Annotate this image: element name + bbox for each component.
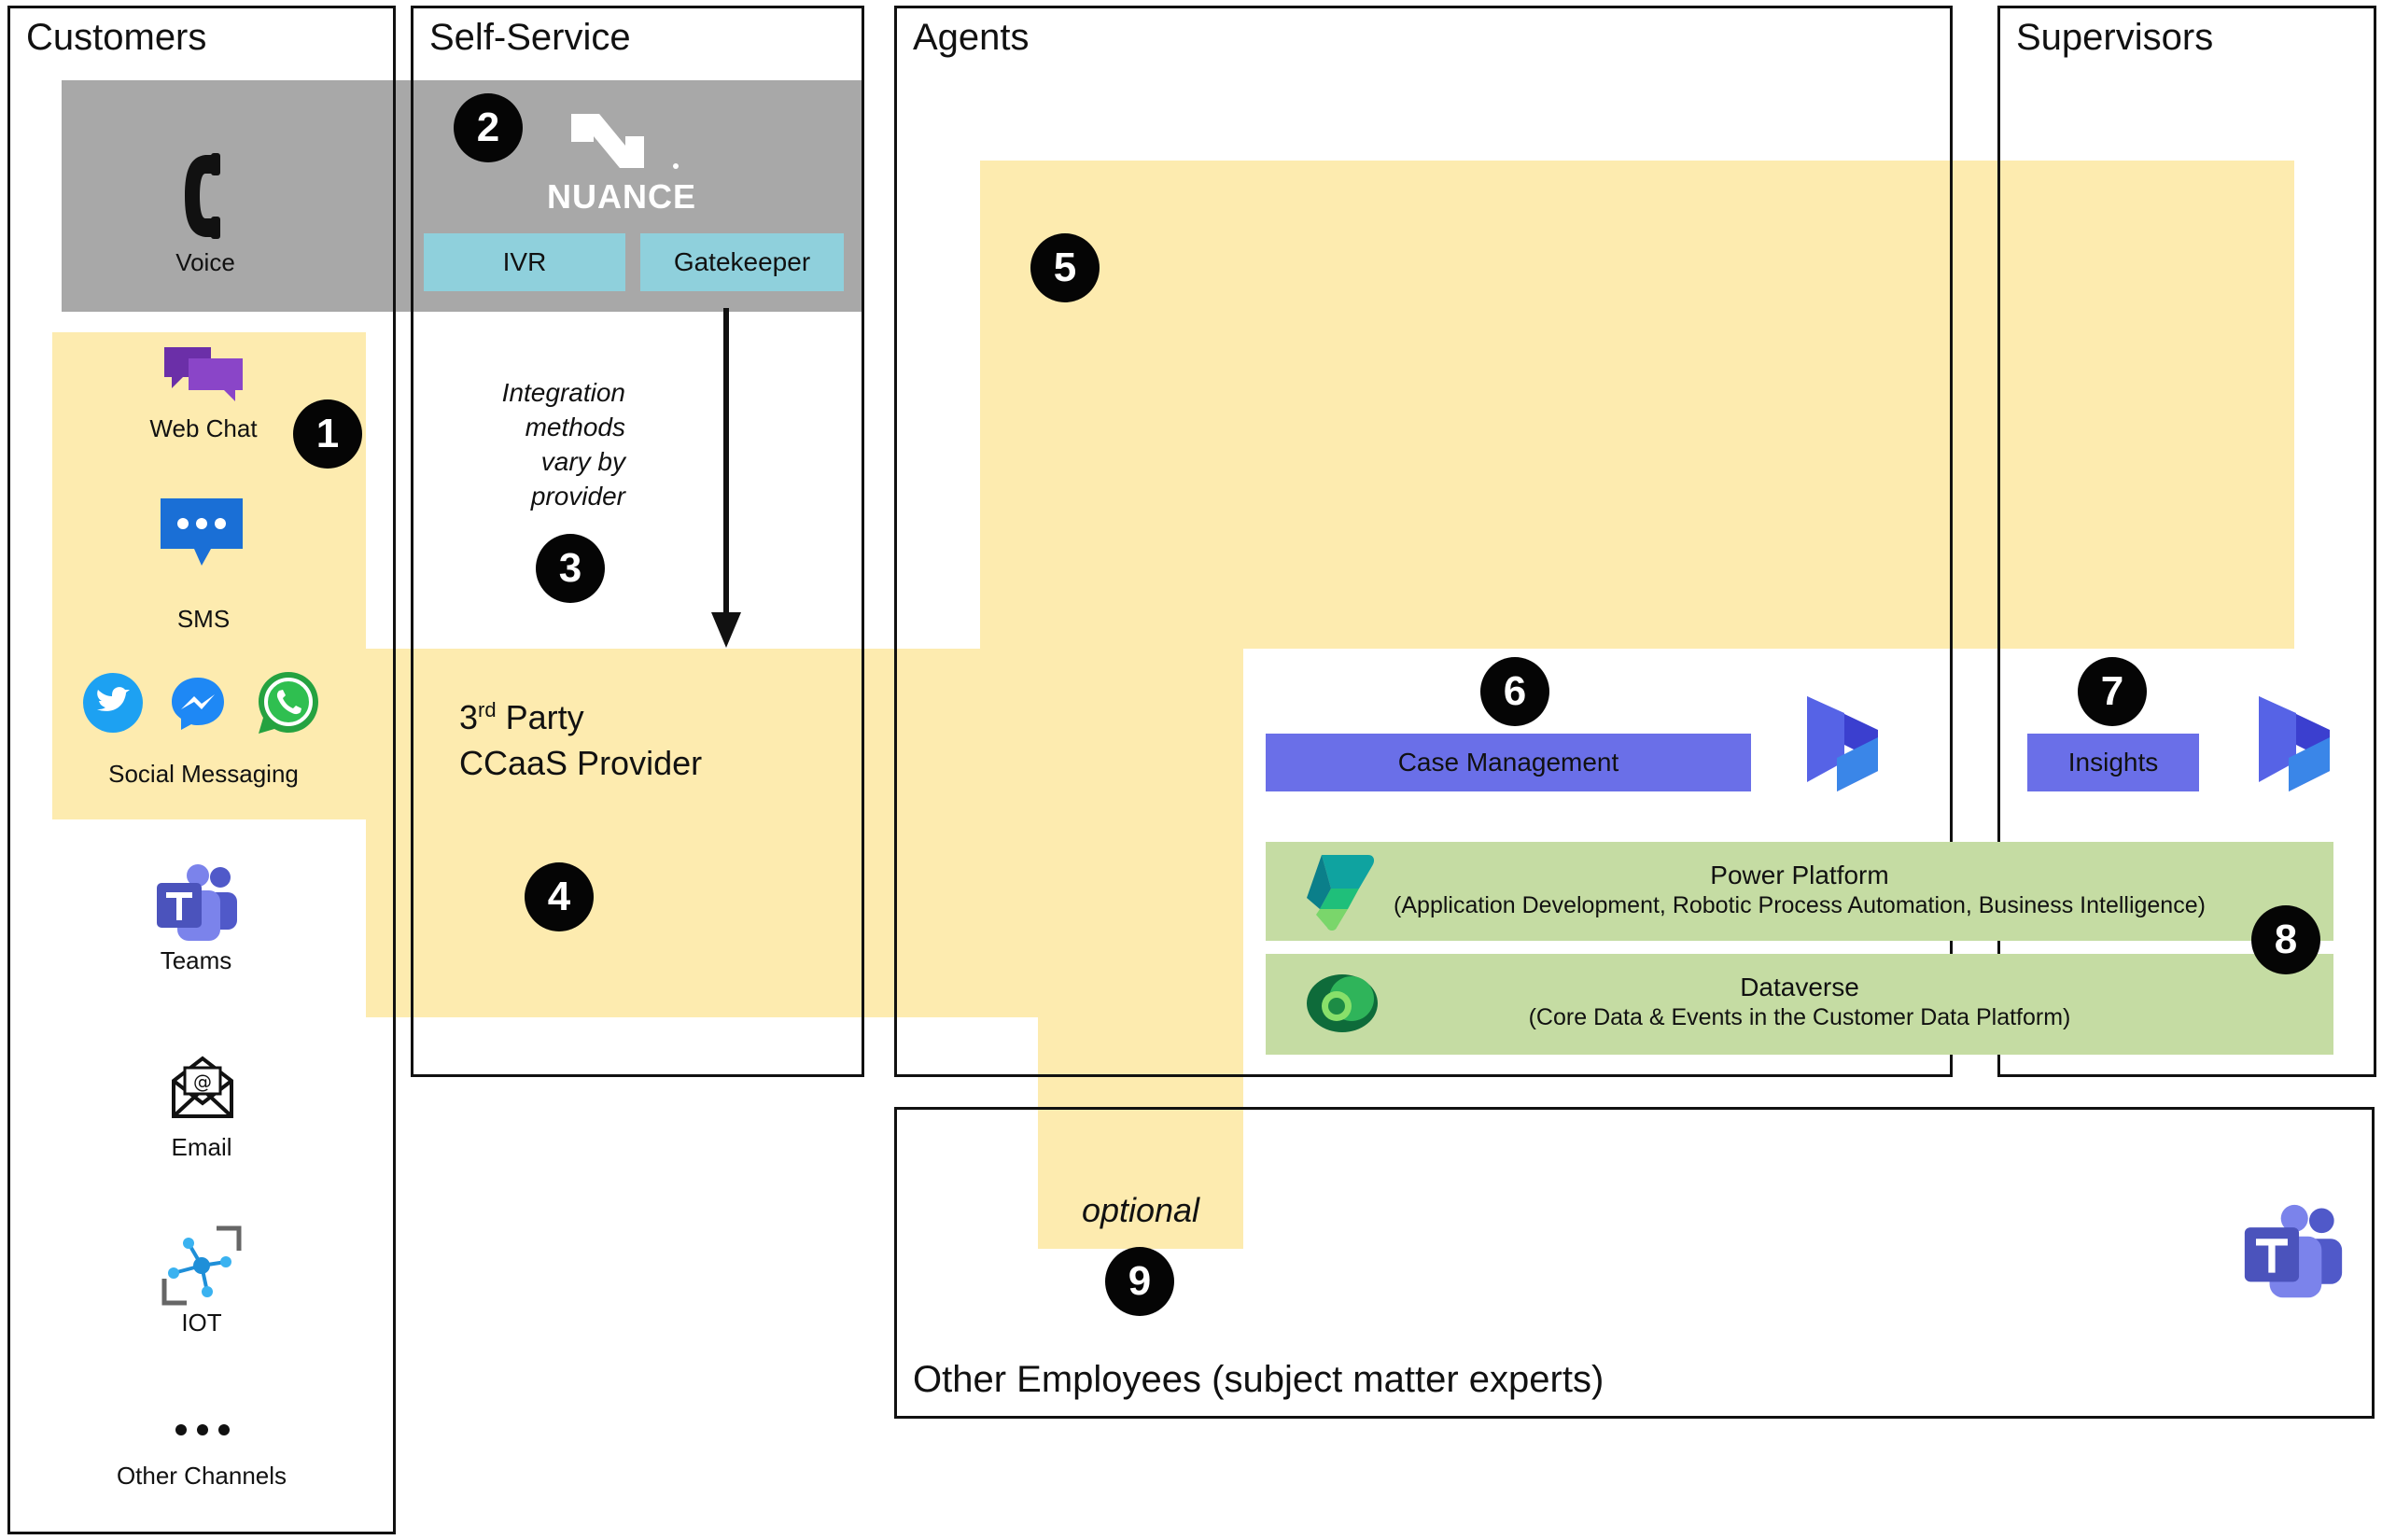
- badge-5: 5: [1030, 233, 1100, 302]
- channel-teams-label: Teams: [160, 946, 232, 974]
- power-platform-icon: [1303, 851, 1378, 931]
- channel-email-label: Email: [171, 1133, 232, 1161]
- channel-sms-label: SMS: [176, 605, 231, 633]
- integration-note-line: Integration: [501, 378, 625, 407]
- down-arrow: [709, 308, 743, 650]
- lane-title-agents: Agents: [913, 17, 1030, 58]
- channel-voice-label: Voice: [175, 248, 235, 276]
- channel-web-chat-label: Web Chat: [149, 414, 258, 442]
- ccaas-ordinal-suffix: rd: [478, 698, 497, 721]
- teams-icon: [2240, 1204, 2347, 1303]
- badge-7: 7: [2078, 657, 2147, 726]
- ccaas-party: Party: [496, 698, 584, 736]
- ccaas-provider: CCaaS Provider: [459, 744, 703, 782]
- svg-text:@: @: [193, 1071, 212, 1093]
- nuance-logo: [566, 110, 681, 172]
- sms-icon: [157, 495, 246, 569]
- optional-label: optional: [1081, 1191, 1200, 1229]
- dataverse-bar: Dataverse (Core Data & Events in the Cus…: [1266, 954, 2333, 1055]
- highlight-agents-top: [980, 161, 2294, 649]
- channel-iot-label: IOT: [181, 1309, 222, 1337]
- badge-9: 9: [1105, 1247, 1174, 1316]
- power-platform-bar: Power Platform (Application Development,…: [1266, 842, 2333, 941]
- lane-title-other-employees: Other Employees (subject matter experts): [913, 1359, 1604, 1400]
- badge-2: 2: [454, 93, 523, 162]
- lane-other-employees: [894, 1107, 2375, 1419]
- power-platform-desc: (Application Development, Robotic Proces…: [1394, 892, 2206, 918]
- highlight-ccaas: [366, 649, 1243, 1017]
- lane-agents: [894, 6, 1953, 1077]
- lane-supervisors: [1997, 6, 2376, 1077]
- teams-icon: [153, 864, 241, 945]
- more-icon: [174, 1422, 231, 1437]
- dataverse-title: Dataverse: [1740, 973, 1859, 1001]
- iot-icon: [161, 1225, 243, 1307]
- integration-note-line: methods: [525, 413, 625, 441]
- channel-other-label: Other Channels: [116, 1462, 287, 1490]
- messenger-icon: [168, 674, 228, 734]
- badge-3: 3: [536, 534, 605, 603]
- whatsapp-icon: [254, 668, 323, 737]
- integration-note-line: vary by: [540, 447, 625, 476]
- lane-title-customers: Customers: [26, 17, 207, 58]
- gatekeeper-box: Gatekeeper: [640, 233, 844, 291]
- ccaas-ordinal: 3: [459, 698, 479, 736]
- badge-4: 4: [525, 862, 594, 931]
- insights-box: Insights: [2027, 734, 2199, 791]
- badge-8: 8: [2251, 905, 2320, 974]
- highlight-optional: [1038, 1017, 1243, 1249]
- dataverse-icon: [1303, 971, 1381, 1036]
- phone-icon: [177, 149, 233, 243]
- dataverse-desc: (Core Data & Events in the Customer Data…: [1528, 1004, 2071, 1030]
- badge-1: 1: [293, 399, 362, 469]
- lane-customers: [7, 6, 396, 1534]
- integration-note: Integration methods vary by provider: [448, 375, 625, 513]
- integration-note-line: provider: [530, 482, 625, 511]
- chat-bubbles-icon: [161, 343, 246, 405]
- ivr-box: IVR: [424, 233, 625, 291]
- lane-self-service: [411, 6, 864, 1077]
- dynamics-icon: [1803, 693, 1882, 793]
- lane-title-supervisors: Supervisors: [2016, 17, 2214, 58]
- nuance-logo-text: NUANCE: [546, 177, 696, 216]
- lane-title-self-service: Self-Service: [429, 17, 631, 58]
- ccaas-label: 3rd Party CCaaS Provider: [459, 687, 702, 786]
- case-management-box: Case Management: [1266, 734, 1751, 791]
- badge-6: 6: [1480, 657, 1549, 726]
- twitter-icon: [82, 672, 144, 734]
- dynamics-icon: [2255, 693, 2333, 793]
- channel-social-label: Social Messaging: [108, 760, 299, 788]
- power-platform-title: Power Platform: [1710, 861, 1889, 889]
- email-icon: @: [170, 1053, 235, 1120]
